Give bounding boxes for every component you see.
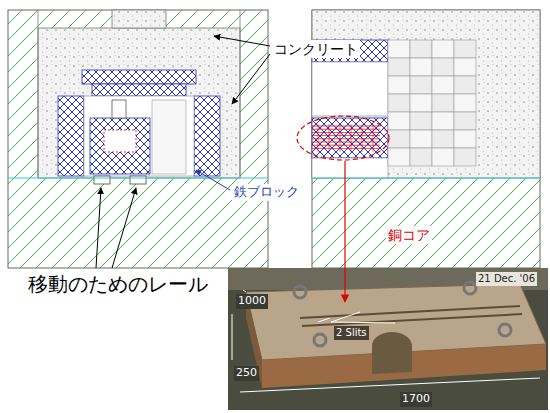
material-label: コンクリート — [272, 40, 360, 58]
material-label: 鉄ブロック — [232, 184, 301, 201]
copper-core-photo — [228, 268, 548, 410]
part-label: 移動のためのレール — [26, 272, 210, 297]
dimension-label: 250 — [234, 366, 259, 381]
note-label: 2 Slits — [334, 326, 369, 340]
dimension-label: 1700 — [400, 392, 432, 407]
part-label: 銅コア — [386, 226, 432, 244]
leader-lines — [96, 36, 345, 302]
front-section — [8, 10, 268, 268]
date-stamp: 21 Dec. '06 — [476, 272, 537, 286]
dimension-label: 1000 — [236, 294, 268, 309]
